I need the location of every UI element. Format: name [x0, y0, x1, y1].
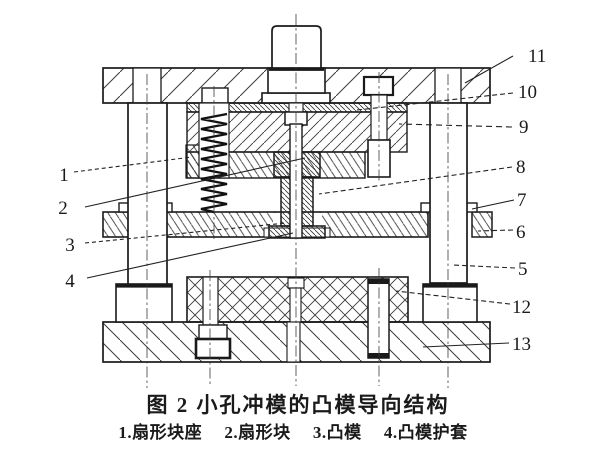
leader-5 [451, 264, 516, 269]
leader-7 [471, 199, 515, 210]
guide-posts [127, 102, 468, 286]
leader-10 [356, 92, 514, 111]
callout-leaders [73, 55, 516, 348]
leader-13 [422, 342, 510, 348]
figure-legend: 1.扇形块座 2.扇形块 3.凸模 4.凸模护套 [118, 422, 468, 442]
callout-4: 4 [65, 271, 75, 292]
callout-7: 7 [517, 190, 527, 211]
lower-die-assembly [102, 276, 491, 363]
right-guide-post [429, 102, 468, 284]
centerlines [146, 14, 449, 388]
die-screw-neck [198, 324, 228, 340]
callout-8: 8 [516, 157, 526, 178]
leader-6 [477, 229, 514, 232]
die-shank [261, 25, 331, 104]
figure-caption: 图 2 小孔冲模的凸模导向结构 [147, 393, 450, 417]
spring-seat-plug [201, 87, 229, 104]
dowel-pin [367, 278, 390, 359]
screw-head-counterbore [362, 75, 395, 97]
discharge-slot [286, 321, 301, 363]
callout-5: 5 [518, 259, 528, 280]
leader-3 [84, 222, 287, 244]
leader-1 [73, 156, 193, 173]
dowel-pin-top-end [368, 279, 389, 284]
callout-1: 1 [59, 165, 69, 186]
callout-6: 6 [516, 222, 526, 243]
leader-12 [395, 290, 511, 305]
shank-body [267, 67, 326, 94]
die-screw-shank [202, 276, 219, 326]
dowel-pin-bottom-end [368, 353, 389, 358]
callout-10: 10 [518, 82, 537, 103]
callout-2: 2 [58, 198, 68, 219]
leader-2 [84, 157, 306, 208]
leader-4 [86, 232, 294, 279]
callout-3: 3 [65, 235, 75, 256]
shank-cylinder [271, 25, 322, 69]
left-guide-post [127, 102, 168, 286]
guide-bushing-block [471, 211, 493, 238]
callout-9: 9 [519, 117, 529, 138]
callout-11: 11 [528, 46, 546, 67]
leader-8 [318, 166, 513, 195]
callout-numbers: 1 2 3 4 11 10 9 8 7 6 5 12 13 [58, 46, 546, 355]
spring [200, 112, 228, 214]
right-guide-bushing [422, 283, 478, 323]
leader-9 [398, 123, 513, 128]
leader-11 [464, 55, 514, 84]
left-guide-bushing [115, 283, 173, 323]
callout-13: 13 [512, 334, 531, 355]
die-screw-head [194, 337, 232, 360]
callout-12: 12 [512, 297, 531, 318]
die-opening [289, 287, 302, 323]
coil-spring [200, 112, 228, 214]
